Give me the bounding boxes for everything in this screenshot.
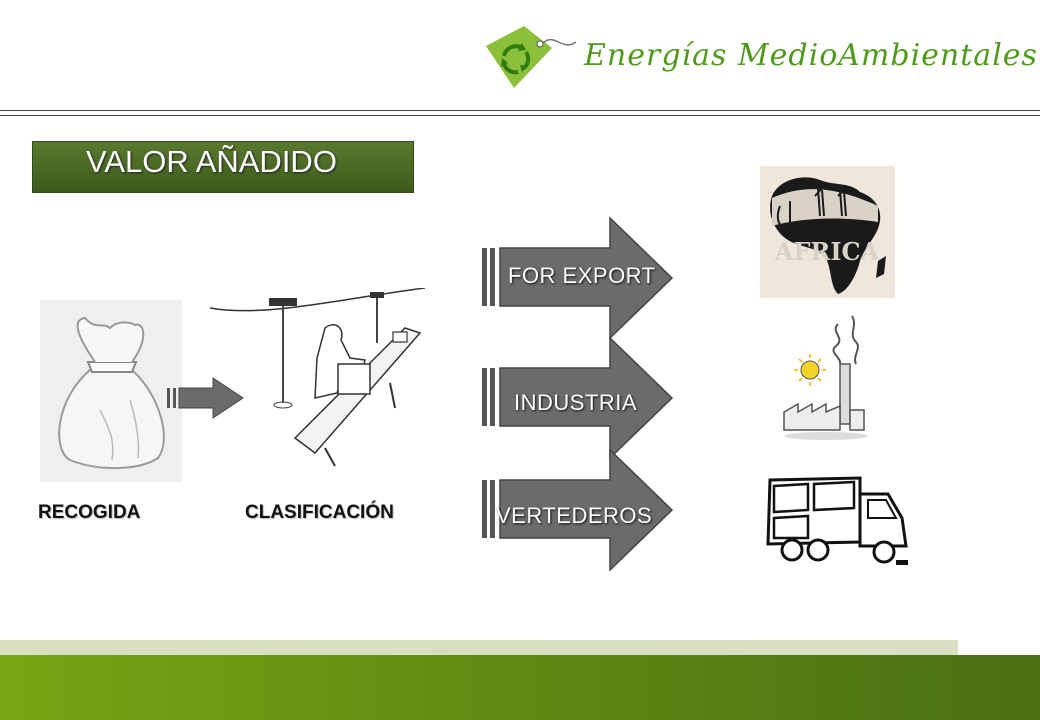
destination-label-vertederos: VERTEDEROS bbox=[496, 503, 653, 528]
vertederos-arrow bbox=[482, 448, 674, 572]
industria-arrow bbox=[482, 336, 674, 460]
africa-map-image: AFRICA bbox=[760, 166, 895, 298]
factory-image bbox=[783, 315, 868, 440]
destination-label-industria: INDUSTRIA bbox=[514, 390, 638, 415]
recycle-tag-icon bbox=[486, 26, 577, 88]
footer-band-dark bbox=[0, 655, 1040, 720]
destination-label-export: FOR EXPORT bbox=[508, 263, 656, 288]
header-divider bbox=[0, 110, 1040, 111]
recogida-label: RECOGIDA bbox=[38, 502, 141, 523]
garbage-truck-image bbox=[766, 476, 908, 565]
arrow-right-icon bbox=[167, 377, 244, 419]
title-bar bbox=[32, 141, 414, 193]
clasificacion-label: CLASIFICACIÓN bbox=[245, 502, 394, 523]
sorting-worker-image bbox=[209, 288, 426, 467]
slide-title: VALOR AÑADIDO bbox=[86, 144, 337, 179]
export-arrow bbox=[482, 216, 674, 340]
header-divider bbox=[0, 115, 1040, 116]
trash-bag-image bbox=[40, 300, 182, 482]
africa-text: AFRICA bbox=[774, 237, 880, 266]
brand-name: Energías MedioAmbientales bbox=[584, 38, 1038, 73]
footer-band-light bbox=[0, 640, 958, 655]
